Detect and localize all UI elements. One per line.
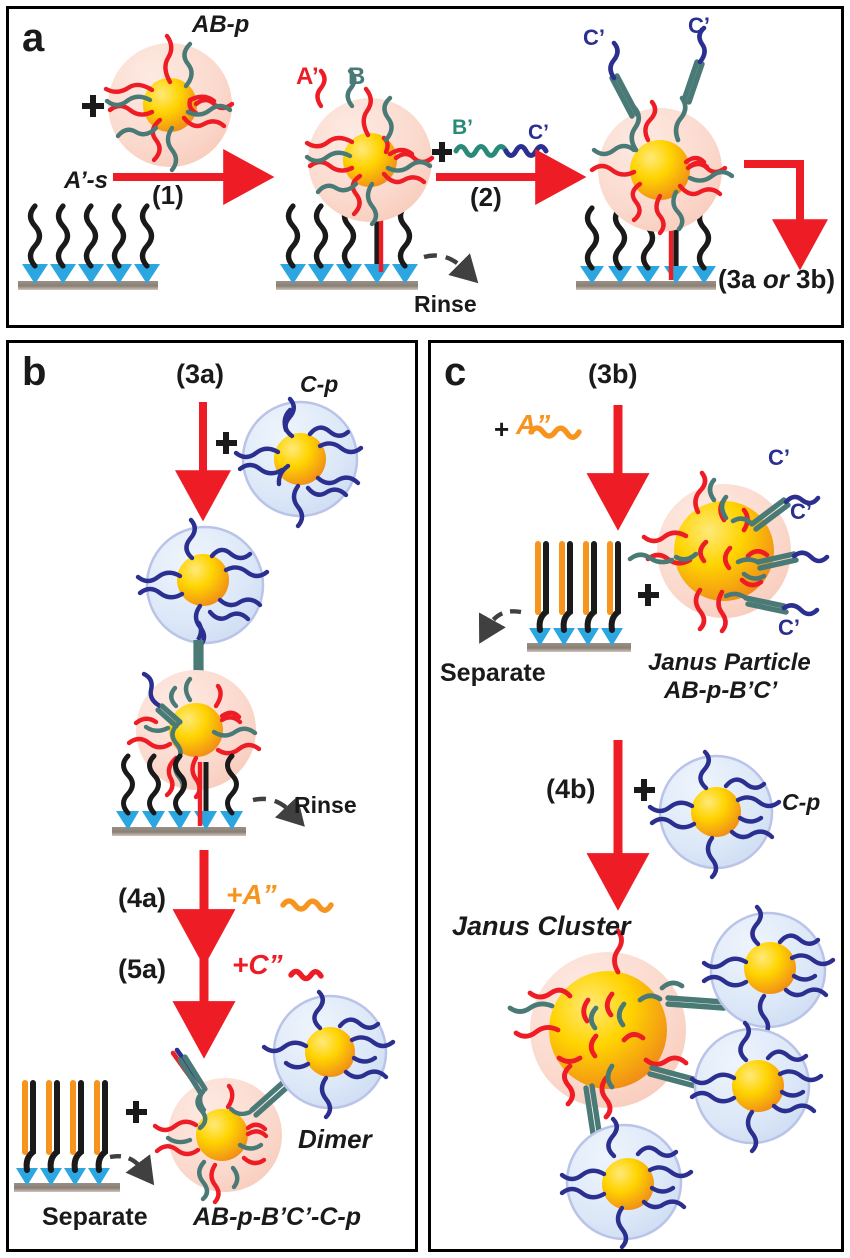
panel-b-letter: b: [22, 350, 47, 394]
label-strand-A-double-prime-c: A”: [516, 409, 551, 440]
label-step-3a: (3a): [176, 359, 225, 389]
label-dimer: Dimer: [298, 1124, 372, 1154]
branch-or: or: [762, 264, 789, 294]
label-plus-A-double-prime-c: +: [494, 414, 510, 444]
label-step-5a: (5a): [118, 954, 167, 984]
branch-post: 3b): [788, 264, 836, 294]
label-rinse-b: Rinse: [294, 792, 357, 818]
label-linker-B-prime: B’: [452, 116, 473, 139]
panel-a-letter: a: [22, 16, 45, 60]
label-rinse-a: Rinse: [414, 291, 477, 317]
label-particle-ABp: AB-p: [192, 11, 250, 38]
label-substrate-As: A’-s: [64, 167, 109, 194]
label-step-1: (1): [152, 180, 184, 210]
label-add-C-double-prime-b: +C”: [232, 949, 283, 980]
label-corona-C-prime-right-a: C’: [688, 13, 710, 38]
label-add-A-double-prime-b: +A”: [226, 879, 277, 910]
label-corona-C-prime-left-a: C’: [583, 25, 605, 50]
label-branch-3a-or-3b: (3a or 3b): [718, 264, 836, 294]
label-product-name-b: AB-p-B’C’-C-p: [193, 1203, 362, 1231]
label-separate-c: Separate: [440, 659, 546, 687]
label-linker-C-prime: C’: [528, 121, 549, 144]
label-step-4a: (4a): [118, 883, 167, 913]
label-particle-Cp-c: C-p: [782, 789, 821, 815]
label-janus-particle-line2: AB-p-B’C’: [664, 677, 778, 704]
label-corona-C-prime-2-c: C’: [790, 499, 812, 524]
label-step-4b: (4b): [546, 774, 596, 804]
label-step-2: (2): [470, 182, 502, 212]
panel-c-letter: c: [444, 350, 467, 394]
label-particle-Cp-b: C-p: [300, 371, 339, 397]
label-strand-A-prime: A’: [296, 63, 319, 90]
label-strand-B: B: [348, 63, 366, 90]
label-janus-cluster: Janus Cluster: [452, 911, 631, 941]
label-corona-C-prime-1-c: C’: [768, 445, 790, 470]
branch-pre: (3a: [718, 264, 763, 294]
label-step-3b: (3b): [588, 359, 638, 389]
label-corona-C-prime-3-c: C’: [778, 615, 800, 640]
label-separate-b: Separate: [42, 1203, 148, 1231]
label-janus-particle-line1: Janus Particle: [648, 649, 811, 676]
